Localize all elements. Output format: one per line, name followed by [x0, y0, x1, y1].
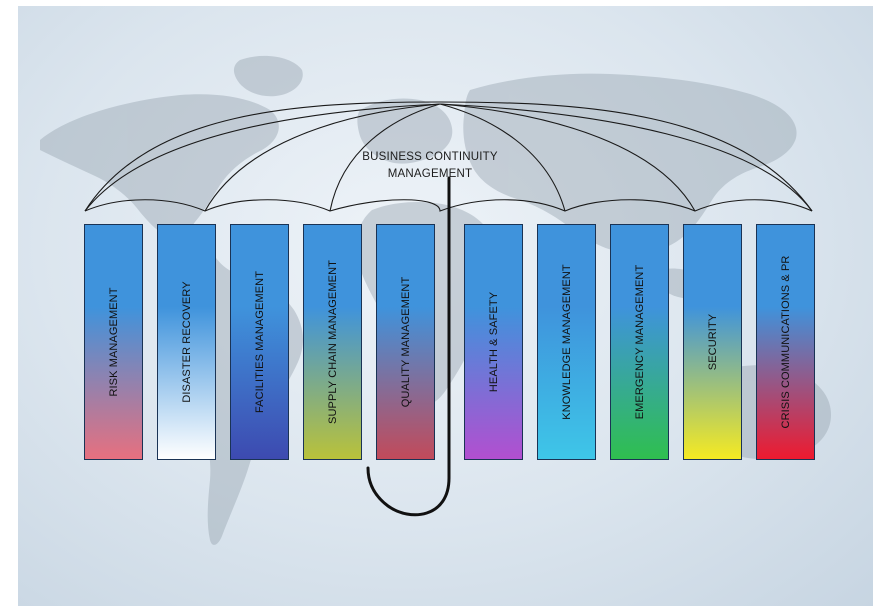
diagram-title-line-2: MANAGEMENT [387, 168, 473, 180]
pillar-5: QUALITY MANAGEMENT [376, 224, 435, 460]
pillar-10: CRISIS COMMUNICATIONS & PR [756, 224, 815, 460]
diagram-title-line-1: BUSINESS CONTINUITY [362, 151, 498, 163]
canopy-rib-left [84, 103, 441, 212]
pillar-8: EMERGENCY MANAGEMENT [610, 224, 669, 460]
canopy-edge [84, 199, 813, 212]
canopy-rib-left-mid [204, 103, 441, 212]
canopy-rib-center-left [329, 103, 441, 212]
canopy-outer-arc [84, 101, 813, 212]
pillar-7: KNOWLEDGE MANAGEMENT [537, 224, 596, 460]
canopy-rib-center-right [439, 103, 566, 212]
pillar-2: DISASTER RECOVERY [157, 224, 216, 460]
pillar-9: SECURITY [683, 224, 742, 460]
pillar-6: HEALTH & SAFETY [464, 224, 523, 460]
canopy-rib-right [439, 103, 813, 212]
pillar-1: RISK MANAGEMENT [84, 224, 143, 460]
canopy-rib-right-mid [439, 103, 696, 212]
pillar-4: SUPPLY CHAIN MANAGEMENT [303, 224, 362, 460]
pillar-3: FACILITIES MANAGEMENT [230, 224, 289, 460]
